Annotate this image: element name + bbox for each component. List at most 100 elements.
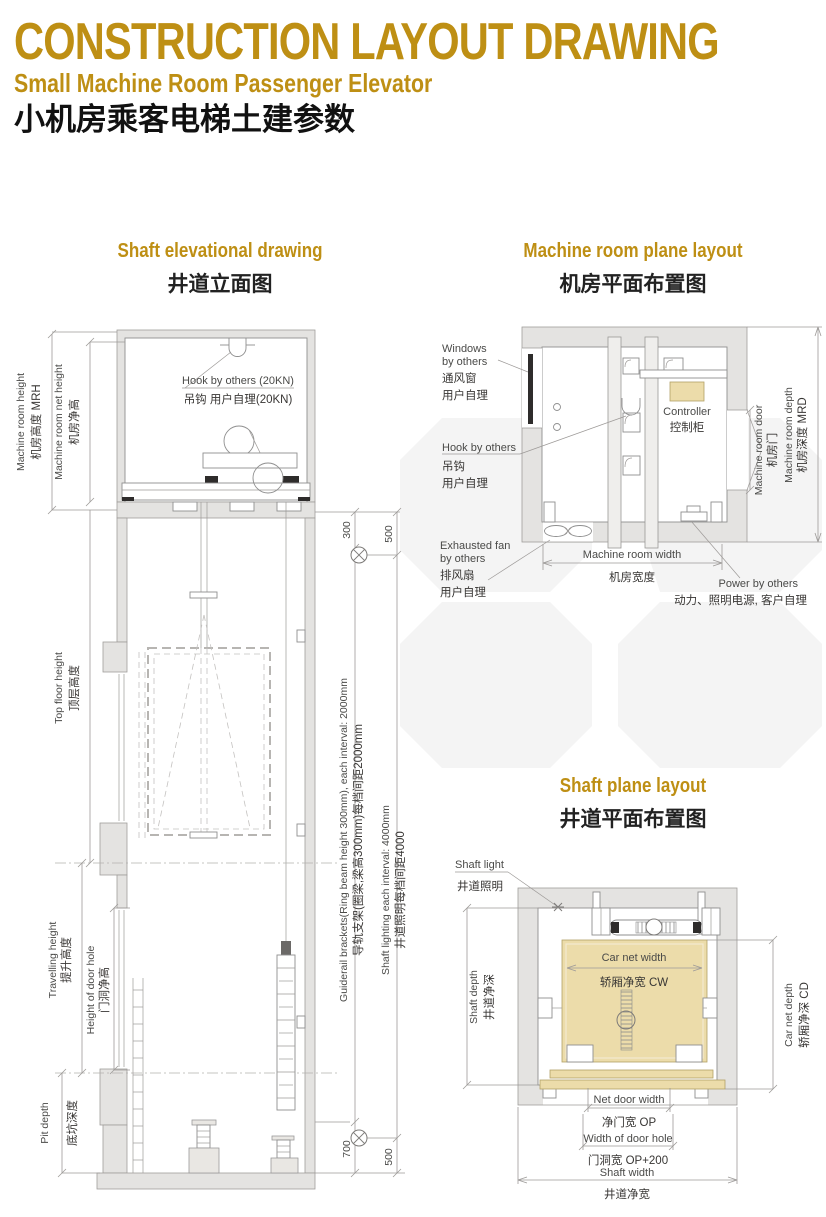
windows-label-zh2: 用户自理 <box>442 388 488 402</box>
door-sill <box>539 1069 726 1090</box>
machine-room-net-height-label: Machine room net height <box>53 364 65 480</box>
machine-room-door-label-zh: 机房门 <box>765 433 779 468</box>
door-hole-width-label: Width of door hole <box>583 1133 672 1145</box>
shaft-light-callout: Shaft light 井道照明 <box>455 859 564 912</box>
section-title-shaft-plan: Shaft plane layout 井道平面布置图 <box>450 775 816 833</box>
bottom-dimensions: Net door width 净门宽 OP Width of door hole… <box>517 1088 738 1201</box>
fan-label-zh1: 排风扇 <box>440 568 475 582</box>
section-title-elevation: Shaft elevational drawing 井道立面图 <box>55 240 385 298</box>
ring-beam-bracket <box>296 1015 306 1029</box>
dim-700: 700 <box>341 1140 353 1158</box>
machine-room-door-label: Machine room door <box>753 404 765 495</box>
pit-ladder <box>132 978 144 1173</box>
shaft-depth-label: Shaft depth <box>468 970 480 1024</box>
landing-doors <box>118 674 125 1067</box>
shaft-projection-beams <box>607 336 659 549</box>
counterweight <box>276 941 296 1111</box>
shaft-width-label-zh: 井道净宽 <box>604 1187 650 1201</box>
dim-500-top: 500 <box>383 525 395 543</box>
machine-room-height-label: Machine room height <box>15 373 27 471</box>
windows-label-1: Windows <box>442 343 487 355</box>
section-title-machine-room: Machine room plane layout 机房平面布置图 <box>450 240 816 298</box>
left-dimensions: Machine room height 机房高度 MRH Machine roo… <box>15 329 130 1178</box>
controller-label: Controller <box>663 406 711 418</box>
cable-tray <box>639 369 728 379</box>
shaft-plan-title-zh: 井道平面布置图 <box>559 808 707 831</box>
traction-machine <box>121 425 311 501</box>
fan-label-zh2: 用户自理 <box>440 585 486 599</box>
shaft-width-label: Shaft width <box>600 1167 654 1179</box>
power-leader <box>690 520 741 579</box>
machine-room-width-label: Machine room width <box>583 549 681 561</box>
shaft-light-icon <box>350 1129 368 1147</box>
hook-icon <box>220 338 255 357</box>
car-plan: Car net width 轿厢净宽 CW <box>561 939 708 1063</box>
ring-beam-bracket <box>296 629 306 643</box>
door-hole-width-label-zh: 门洞宽 OP+200 <box>588 1153 668 1167</box>
watermark-shape <box>618 602 822 768</box>
hook-leader <box>519 415 627 455</box>
door-jamb-posts <box>543 501 723 523</box>
controller-cabinet: Controller 控制柜 <box>663 381 711 434</box>
hoist-ropes <box>200 502 287 941</box>
page-subtitle: Small Machine Room Passenger Elevator <box>14 68 433 98</box>
pit-depth-label-zh: 底坑深度 <box>65 1100 79 1146</box>
page-header: CONSTRUCTION LAYOUT DRAWING Small Machin… <box>14 16 826 137</box>
elevator-car <box>138 591 271 839</box>
machine-room-depth-label-zh: 机房深度 MRD <box>795 397 809 472</box>
net-door-width-label: Net door width <box>594 1094 665 1106</box>
shaft-elevational-drawing: Hook by others (20KN) 吊钩 用户自理(20KN) <box>15 329 407 1190</box>
shaft-light-label-zh: 井道照明 <box>457 879 503 893</box>
hook-label: Hook by others (20KN) <box>182 375 294 387</box>
shaft-plane-layout: Car net width 轿厢净宽 CW Shaft light 井道照明 <box>455 859 811 1201</box>
watermark-shape <box>400 602 592 768</box>
door-swing-line <box>746 409 762 449</box>
door-hole-height-label: Height of door hole <box>85 945 97 1034</box>
travelling-height-label: Travelling height <box>47 922 59 999</box>
elevation-title: Shaft elevational drawing <box>117 240 323 262</box>
shaft-walls <box>96 517 316 1190</box>
machine-room-width-dim: Machine room width 机房宽度 <box>542 544 723 584</box>
guide-rail-brackets <box>537 997 718 1019</box>
guiderail-note-zh: 导轨支架(圈梁,梁高300mm)每档间距2000mm <box>351 724 365 956</box>
page-title: CONSTRUCTION LAYOUT DRAWING <box>14 13 720 71</box>
shaft-light-label: Shaft light <box>455 859 504 871</box>
elevation-title-zh: 井道立面图 <box>167 273 273 296</box>
machine-room-depth-dim: Machine room depth 机房深度 MRD <box>747 326 822 543</box>
fan-label-2: by others <box>440 553 486 565</box>
car-net-width-label: Car net width <box>602 952 667 964</box>
machine-room-title-zh: 机房平面布置图 <box>559 273 707 296</box>
controller-label-zh: 控制柜 <box>670 420 705 434</box>
fan-leader <box>487 539 551 581</box>
ring-beam-bracket <box>296 823 306 837</box>
exhaust-fan-icon <box>543 521 593 543</box>
power-supply-box <box>680 505 708 522</box>
shaft-depth-label-zh: 井道净深 <box>482 974 496 1020</box>
power-label: Power by others <box>719 578 799 590</box>
car-net-width-label-zh: 轿厢净宽 CW <box>600 975 668 989</box>
fan-label-1: Exhausted fan <box>440 540 510 552</box>
hoisting-hooks <box>553 403 561 431</box>
windows-label-2: by others <box>442 356 488 368</box>
car-guide-rail <box>620 989 633 1051</box>
machine-room-width-label-zh: 机房宽度 <box>609 570 655 584</box>
shaft-plan-title: Shaft plane layout <box>559 775 707 797</box>
window-glass <box>528 354 533 424</box>
net-door-width-label-zh: 净门宽 OP <box>602 1115 657 1129</box>
shaft-depth-dim: Shaft depth 井道净深 <box>462 903 580 1090</box>
top-floor-height-label-zh: 顶层高度 <box>67 665 81 711</box>
windows-label-zh1: 通风窗 <box>442 371 477 385</box>
counterweight-plan <box>591 891 721 936</box>
machine-room-net-height-label-zh: 机房净高 <box>67 399 81 445</box>
lighting-note-zh: 井道照明每档间距4000 <box>393 831 407 949</box>
windows-leader <box>497 359 529 373</box>
shaft-light-mark-icon <box>552 902 564 912</box>
right-dimensions: 300 500 700 500 Guiderail brackets(Ring … <box>315 507 407 1178</box>
page-subtitle-chinese: 小机房乘客电梯土建参数 <box>14 102 355 138</box>
car-net-depth-label-zh: 轿厢净深 CD <box>797 982 811 1048</box>
counterweight-buffer <box>270 1135 299 1174</box>
hook-label-zh: 吊钩 用户自理(20KN) <box>184 392 293 406</box>
door-hole-height-label-zh: 门洞净高 <box>97 967 111 1013</box>
shaft-light-icon <box>350 546 368 564</box>
